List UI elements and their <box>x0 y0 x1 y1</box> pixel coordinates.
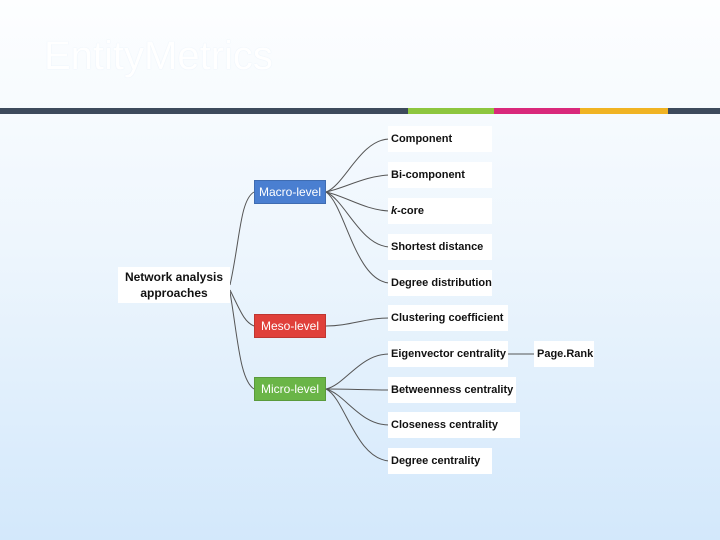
connector-macro-5 <box>325 191 390 284</box>
k-core-k: k <box>391 205 398 217</box>
node-closeness-centrality: Closeness centrality <box>388 412 520 438</box>
node-clustering-coefficient: Clustering coefficient <box>388 305 508 331</box>
slide-title: EntityMetrics <box>44 34 273 78</box>
meso-level-node: Meso-level <box>254 314 326 338</box>
connector-micro-3 <box>325 388 390 426</box>
connector-macro-3 <box>325 191 390 212</box>
connector-macro-2 <box>325 174 390 193</box>
title-accent-bar <box>0 108 720 114</box>
node-degree-distribution: Degree distribution <box>388 270 492 296</box>
node-betweenness-centrality: Betweenness centrality <box>388 377 516 403</box>
connector-meso-1 <box>325 317 390 327</box>
node-k-core: k-core <box>388 198 492 224</box>
accent-segment-5 <box>668 108 720 114</box>
macro-level-node: Macro-level <box>254 180 326 204</box>
k-core-suffix: -core <box>397 205 425 217</box>
node-pagerank: Page.Rank <box>534 341 594 367</box>
connector-root-meso <box>229 289 255 327</box>
root-node: Network analysis approaches <box>118 267 230 303</box>
connector-root-micro <box>229 291 255 390</box>
node-shortest-distance: Shortest distance <box>388 234 492 260</box>
node-bi-component: Bi-component <box>388 162 492 188</box>
node-component: Component <box>388 126 492 152</box>
connector-micro-1 <box>325 353 390 390</box>
node-degree-centrality: Degree centrality <box>388 448 492 474</box>
accent-segment-2 <box>408 108 494 114</box>
connector-macro-1 <box>325 138 390 193</box>
connector-micro-4 <box>325 388 390 462</box>
accent-segment-4 <box>580 108 668 114</box>
root-label-line1: Network analysis <box>124 270 224 284</box>
accent-segment-1 <box>0 108 408 114</box>
connector-micro-2 <box>325 388 390 391</box>
connector-root-macro <box>229 191 255 286</box>
micro-level-node: Micro-level <box>254 377 326 401</box>
connector-macro-4 <box>325 191 390 248</box>
root-label-line2: approaches <box>140 286 208 300</box>
node-eigenvector-centrality: Eigenvector centrality <box>388 341 508 367</box>
accent-segment-3 <box>494 108 580 114</box>
